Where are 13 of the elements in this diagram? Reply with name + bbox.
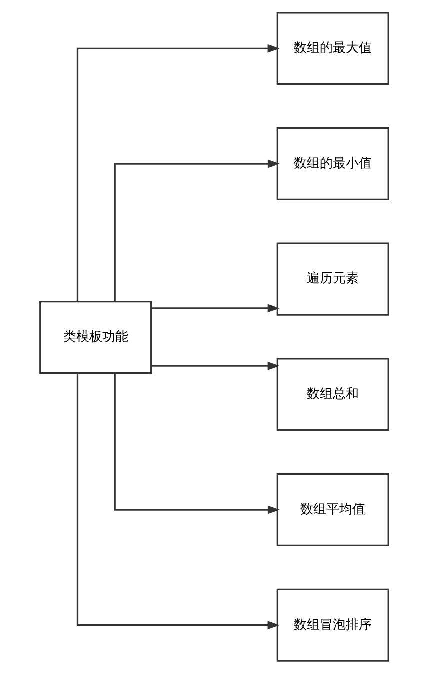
node-box: 数组的最小值 — [276, 127, 389, 201]
arrow — [114, 373, 280, 514]
arrow — [76, 373, 280, 630]
node-box: 数组冒泡排序 — [276, 588, 389, 662]
node-box: 数组平均值 — [276, 473, 389, 547]
arrow — [151, 304, 280, 313]
arrow — [151, 362, 280, 370]
node-box: 数组的最大值 — [276, 12, 389, 86]
node-box: 遍历元素 — [276, 242, 389, 316]
arrow — [114, 160, 280, 302]
arrow — [76, 44, 280, 302]
node-box: 类模板功能 — [39, 301, 152, 374]
node-box: 数组总和 — [276, 358, 389, 432]
